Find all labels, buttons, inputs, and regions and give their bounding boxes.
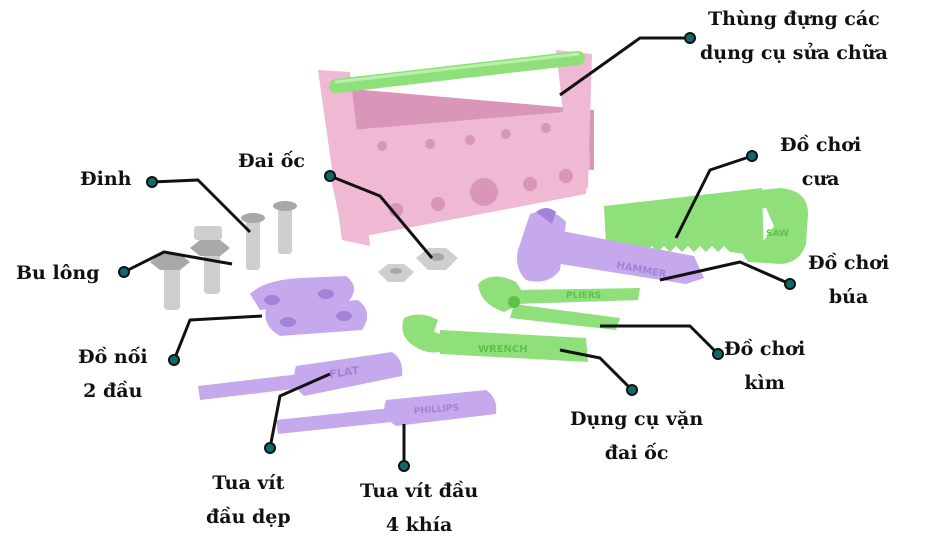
pliers-arm-bottom xyxy=(510,304,620,330)
nut-hole xyxy=(430,253,444,261)
leader-wrench xyxy=(559,348,634,392)
label-nail: Đinh xyxy=(80,168,132,190)
nail-shaft xyxy=(246,218,260,270)
leader-nut xyxy=(329,174,434,259)
toolbox-hole xyxy=(523,177,537,191)
leader-pliers xyxy=(600,324,720,356)
nuts xyxy=(378,248,458,282)
label-bolt: Bu lông xyxy=(16,262,100,284)
bolt-head xyxy=(190,240,230,256)
leader-dot-pliers xyxy=(712,348,724,360)
leader-dot-hammer xyxy=(784,278,796,290)
leader-dot-toolbox xyxy=(684,32,696,44)
toolbox-front-lower xyxy=(330,158,590,240)
label-wrench: Dụng cụ vặn đai ốc xyxy=(570,408,704,464)
toolbox-hole xyxy=(541,123,551,133)
toolbox xyxy=(318,50,594,246)
phillips-screwdriver-shaft xyxy=(276,408,392,434)
connector-hole xyxy=(280,317,296,327)
leader-toolbox xyxy=(559,36,690,97)
bolt-head xyxy=(150,254,190,270)
nail-shaft xyxy=(278,206,292,254)
phillips-screwdriver-handle xyxy=(384,390,497,426)
label-toolbox: Thùng đựng các dụng cụ sửa chữa xyxy=(700,8,888,64)
pliers-embossed-text: PLIERS xyxy=(566,291,601,301)
bolts xyxy=(150,226,230,310)
pliers-pivot xyxy=(508,296,520,308)
phillips-screwdriver: PHILLIPS xyxy=(276,390,497,434)
label-pliers: Đồ chơi kìm xyxy=(724,338,806,394)
nut-hole xyxy=(390,268,402,274)
label-hammer: Đồ chơi búa xyxy=(808,252,890,308)
toolbox-handle-highlight xyxy=(334,52,580,84)
toolbox-hole xyxy=(465,135,475,145)
leader-dot-flat xyxy=(264,442,276,454)
leader-dot-connector xyxy=(168,354,180,366)
wrench-embossed-text: WRENCH xyxy=(478,344,528,355)
flat-screwdriver: FLAT xyxy=(198,352,403,400)
label-saw: Đồ chơi cưa xyxy=(780,134,862,190)
toolbox-handle xyxy=(329,51,585,93)
leader-dot-wrench xyxy=(626,384,638,396)
flat-embossed-text: FLAT xyxy=(329,364,361,381)
wrench: WRENCH xyxy=(402,314,588,362)
connector-hole xyxy=(264,295,280,305)
toolbox-hole xyxy=(425,139,435,149)
toolbox-hole xyxy=(431,197,445,211)
leader-dot-phillips xyxy=(398,460,410,472)
label-nut: Đai ốc xyxy=(238,150,305,172)
wrench-handle xyxy=(440,330,588,362)
flat-screwdriver-shaft xyxy=(198,374,302,400)
toolbox-logo-emblem xyxy=(470,178,498,206)
leader-hammer xyxy=(659,260,791,286)
saw-handle xyxy=(722,188,808,264)
toolbox-hole xyxy=(559,169,573,183)
leader-dot-nail xyxy=(146,176,158,188)
saw-embossed-text: SAW xyxy=(766,229,789,239)
hammer-handle xyxy=(548,230,704,284)
leader-nail xyxy=(151,178,252,234)
toolbox-hole xyxy=(389,203,403,217)
leader-saw xyxy=(674,154,753,239)
leader-dot-bolt xyxy=(118,266,130,278)
bolt-shaft xyxy=(164,266,180,310)
pliers-arm-top xyxy=(512,288,640,304)
connector xyxy=(250,276,368,336)
bolt-washer xyxy=(194,226,222,240)
leader-flat xyxy=(268,372,331,449)
hammer-head xyxy=(517,211,566,282)
leader-dot-nut xyxy=(324,170,336,182)
leader-bolt xyxy=(123,250,233,274)
toolbox-hole xyxy=(501,129,511,139)
label-connector: Đồ nối 2 đầu xyxy=(78,346,148,402)
connector-hole xyxy=(336,311,352,321)
pliers: PLIERS xyxy=(478,276,640,330)
phillips-embossed-text: PHILLIPS xyxy=(413,403,459,417)
leader-lines xyxy=(123,36,791,466)
hammer-claw xyxy=(536,208,556,224)
label-phillips: Tua vít đầu 4 khía xyxy=(360,480,479,536)
nail-head xyxy=(241,213,265,223)
toolbox-hole xyxy=(377,141,387,151)
nail-head xyxy=(273,201,297,211)
connector-plate-front xyxy=(265,300,368,336)
nails xyxy=(241,201,297,270)
connector-hole xyxy=(318,289,334,299)
leader-dot-saw xyxy=(746,150,758,162)
leader-dots xyxy=(118,32,796,472)
wrench-head xyxy=(402,314,448,353)
label-flat: Tua vít đầu dẹp xyxy=(206,472,291,528)
flat-screwdriver-handle xyxy=(294,352,403,396)
leader-connector xyxy=(172,314,263,361)
